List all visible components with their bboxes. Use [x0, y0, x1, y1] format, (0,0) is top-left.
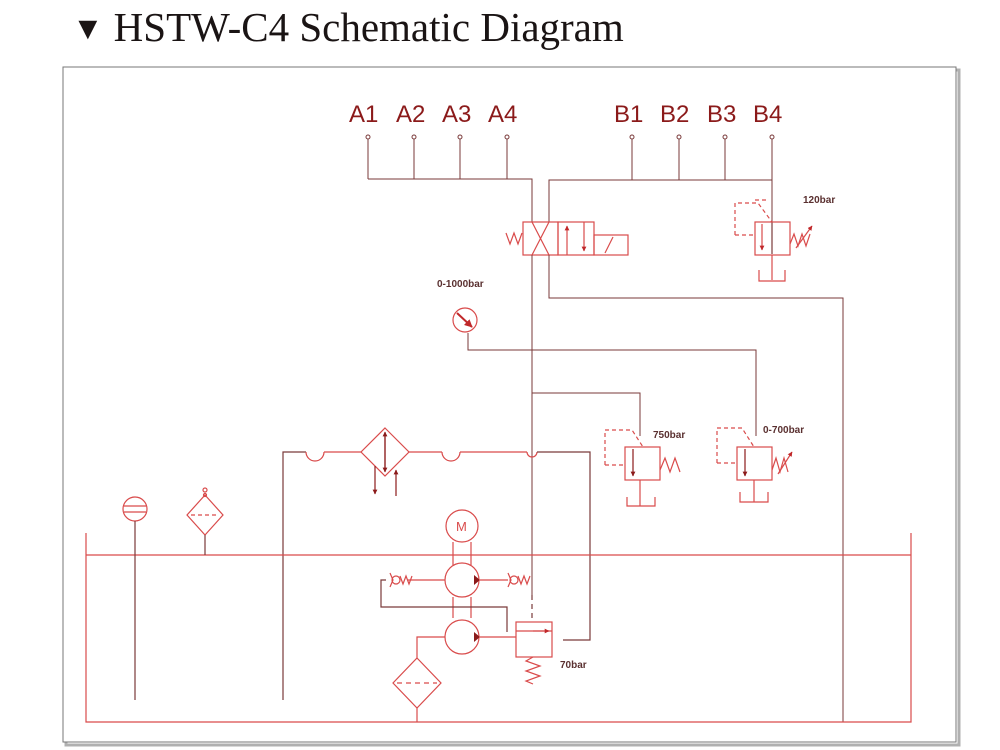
pressure-gauge — [452, 307, 478, 333]
relief-valve-120bar — [734, 199, 813, 282]
label-750bar: 750bar — [653, 430, 685, 441]
suction-filter-icon — [392, 657, 442, 722]
pressure-lines — [467, 255, 844, 722]
port-label-b3: B3 — [707, 101, 736, 128]
air-breather-icon — [186, 487, 224, 555]
relief-valve-adjustable — [716, 427, 793, 503]
reservoir-tank — [85, 533, 912, 723]
label-gauge-range: 0-1000bar — [437, 279, 484, 290]
relief-valve-750bar — [604, 429, 681, 507]
diagram-title: ▼HSTW-C4 Schematic Diagram — [72, 2, 624, 52]
port-label-b4: B4 — [753, 101, 782, 128]
b-port-manifold — [548, 134, 775, 222]
port-label-b1: B1 — [614, 101, 643, 128]
port-label-a4: A4 — [488, 101, 517, 128]
directional-control-valve — [505, 221, 629, 256]
a-port-manifold — [365, 134, 533, 222]
electric-motor — [445, 509, 479, 565]
port-label-a2: A2 — [396, 101, 425, 128]
title-text: HSTW-C4 Schematic Diagram — [113, 4, 624, 50]
triangle-down-icon: ▼ — [72, 10, 104, 46]
check-valve-right — [507, 572, 531, 588]
port-label-a3: A3 — [442, 101, 471, 128]
diagram-frame — [62, 66, 961, 747]
label-70bar: 70bar — [560, 660, 587, 671]
motor-label: M — [456, 519, 467, 534]
return-line — [282, 451, 591, 700]
level-gauge-icon — [122, 496, 148, 700]
label-120bar: 120bar — [803, 195, 835, 206]
port-labels-b: B1 B2 B3 B4 — [614, 101, 782, 128]
port-labels-a: A1 A2 A3 A4 — [349, 101, 517, 128]
label-0-700bar: 0-700bar — [763, 425, 804, 436]
port-label-b2: B2 — [660, 101, 689, 128]
unloading-valve-70bar — [515, 595, 553, 685]
check-valve-left — [380, 572, 508, 632]
high-pressure-pump — [408, 562, 508, 618]
low-pressure-pump — [416, 619, 516, 658]
port-label-a1: A1 — [349, 101, 378, 128]
oil-cooler-icon — [360, 427, 410, 496]
